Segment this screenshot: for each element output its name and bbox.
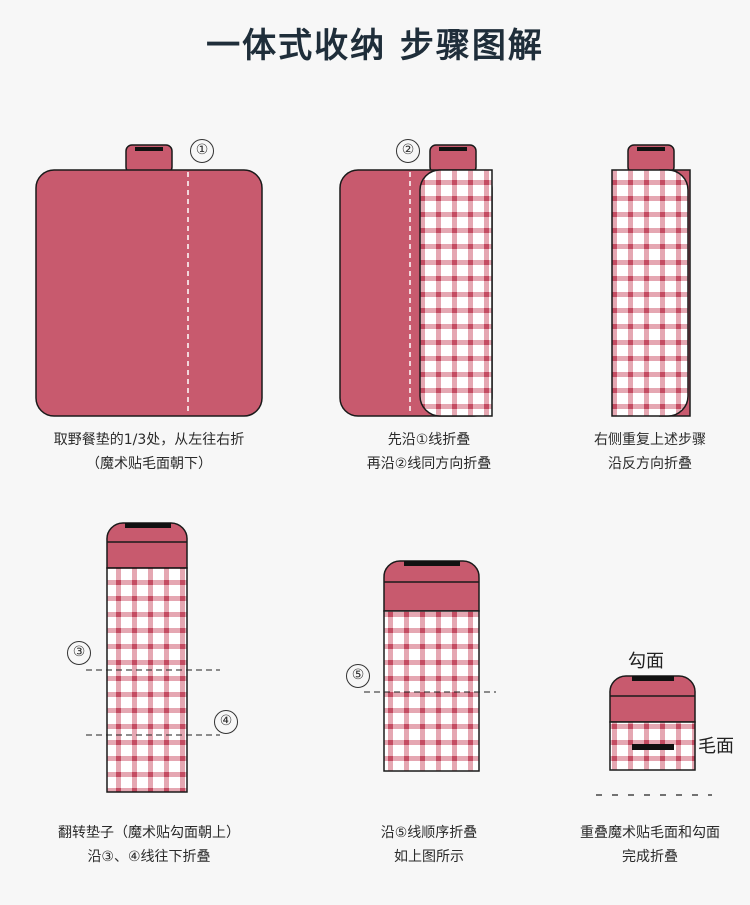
- step2-figure: [339, 144, 493, 417]
- step3-folded-panel: [611, 169, 689, 417]
- marker-1: ①: [190, 139, 214, 163]
- step6-bottom: [609, 721, 696, 771]
- step1-mat: [35, 169, 263, 417]
- step3-figure: [611, 144, 691, 417]
- step5-caption: 沿⑤线顺序折叠 如上图所示: [380, 825, 478, 865]
- step2-caption: 先沿①线折叠 再沿②线同方向折叠: [366, 432, 492, 472]
- marker-3: ③: [67, 641, 91, 665]
- hook-side-label: 勾面: [628, 651, 664, 672]
- step3-caption: 右侧重复上述步骤 沿反方向折叠: [594, 432, 706, 472]
- step5-velcro-hook: [404, 561, 460, 566]
- page-title: 一体式收纳 步骤图解: [206, 26, 544, 66]
- step2-velcro-strip: [439, 147, 467, 151]
- step4-velcro-hook: [125, 523, 171, 528]
- step6-caption: 重叠魔术贴毛面和勾面 完成折叠: [580, 825, 720, 865]
- step3-velcro-strip: [637, 147, 665, 151]
- marker-4: ④: [214, 710, 238, 734]
- step4-figure: [86, 522, 220, 793]
- step1-caption: 取野餐垫的1/3处，从左往右折 （魔术贴毛面朝下）: [53, 432, 245, 472]
- step4-top-cap: [106, 522, 188, 569]
- step6-velcro-loop: [632, 744, 674, 750]
- step5-figure: [364, 560, 496, 772]
- step6-figure: [596, 675, 712, 796]
- step1-velcro-strip: [135, 147, 163, 151]
- step6-velcro-hook: [632, 676, 674, 681]
- marker-5: ⑤: [346, 664, 370, 688]
- step4-caption: 翻转垫子（魔术贴勾面朝上） 沿③、④线往下折叠: [58, 825, 240, 865]
- step1-figure: [35, 144, 263, 417]
- step6-top-cap: [609, 675, 696, 723]
- step5-strip: [383, 610, 480, 772]
- step4-strip: [106, 567, 188, 793]
- loop-side-label: 毛面: [698, 736, 734, 757]
- step2-folded-flap: [419, 169, 493, 417]
- step5-top-cap: [383, 560, 480, 612]
- marker-2: ②: [396, 139, 420, 163]
